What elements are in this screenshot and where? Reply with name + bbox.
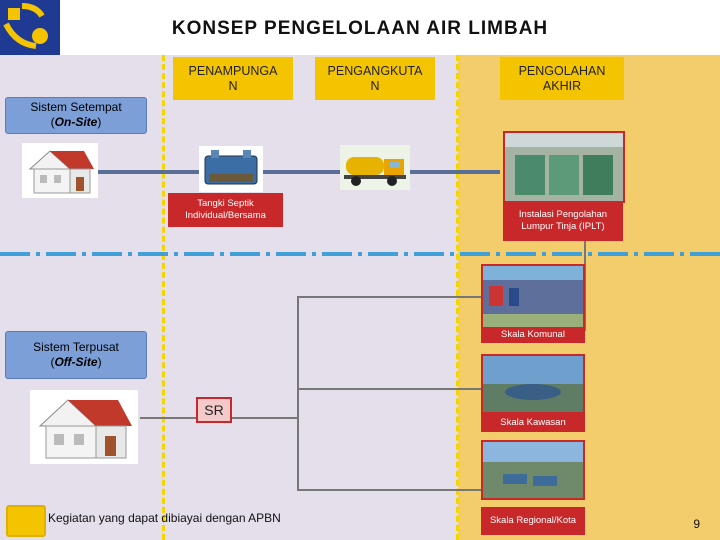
page-title: KONSEP PENGELOLAAN AIR LIMBAH [171,18,549,39]
kawasan-image [481,354,585,414]
connector-komunal [297,296,482,298]
tangki-septik-label: Tangki Septik Individual/Bersama [168,193,283,227]
system-divider-line [0,252,720,256]
onsite-title: Sistem Setempat [30,100,122,114]
house-offsite-icon [30,390,138,464]
header-penampungan: PENAMPUNGA N [173,57,293,100]
kawasan-label: Skala Kawasan [481,414,585,432]
connector-regional [297,489,482,491]
header-pengangkutan: PENGANGKUTA N [315,57,435,100]
iplt-down-connector [584,241,586,331]
offsite-system-label: Sistem Terpusat (Off-Site) [5,331,147,379]
header-pengolahan-akhir: PENGOLAHAN AKHIR [500,57,624,100]
komunal-label: Skala Komunal [481,327,585,343]
regional-image [481,440,585,500]
legend-text: Kegiatan yang dapat dibiayai dengan APBN [48,511,281,525]
offsite-subtitle: (Off-Site) [50,355,102,369]
onsite-subtitle: (On-Site) [50,115,102,129]
house-onsite-icon [22,143,98,198]
offsite-vertical-connector [297,296,299,491]
page-number: 9 [693,517,700,531]
septic-tank-image [199,146,263,192]
pu-logo [0,0,60,55]
connector-kawasan [297,388,482,390]
offsite-title: Sistem Terpusat [33,340,119,354]
vacuum-truck-image [340,145,410,190]
legend-swatch [6,505,46,537]
onsite-flow-line [98,170,500,174]
iplt-label: Instalasi Pengolahan Lumpur Tinja (IPLT) [503,201,623,241]
onsite-system-label: Sistem Setempat (On-Site) [5,97,147,134]
regional-label: Skala Regional/Kota [481,507,585,535]
komunal-image [481,264,585,332]
iplt-image [503,131,625,203]
column-divider-1 [162,55,165,540]
sr-label: SR [196,397,232,423]
